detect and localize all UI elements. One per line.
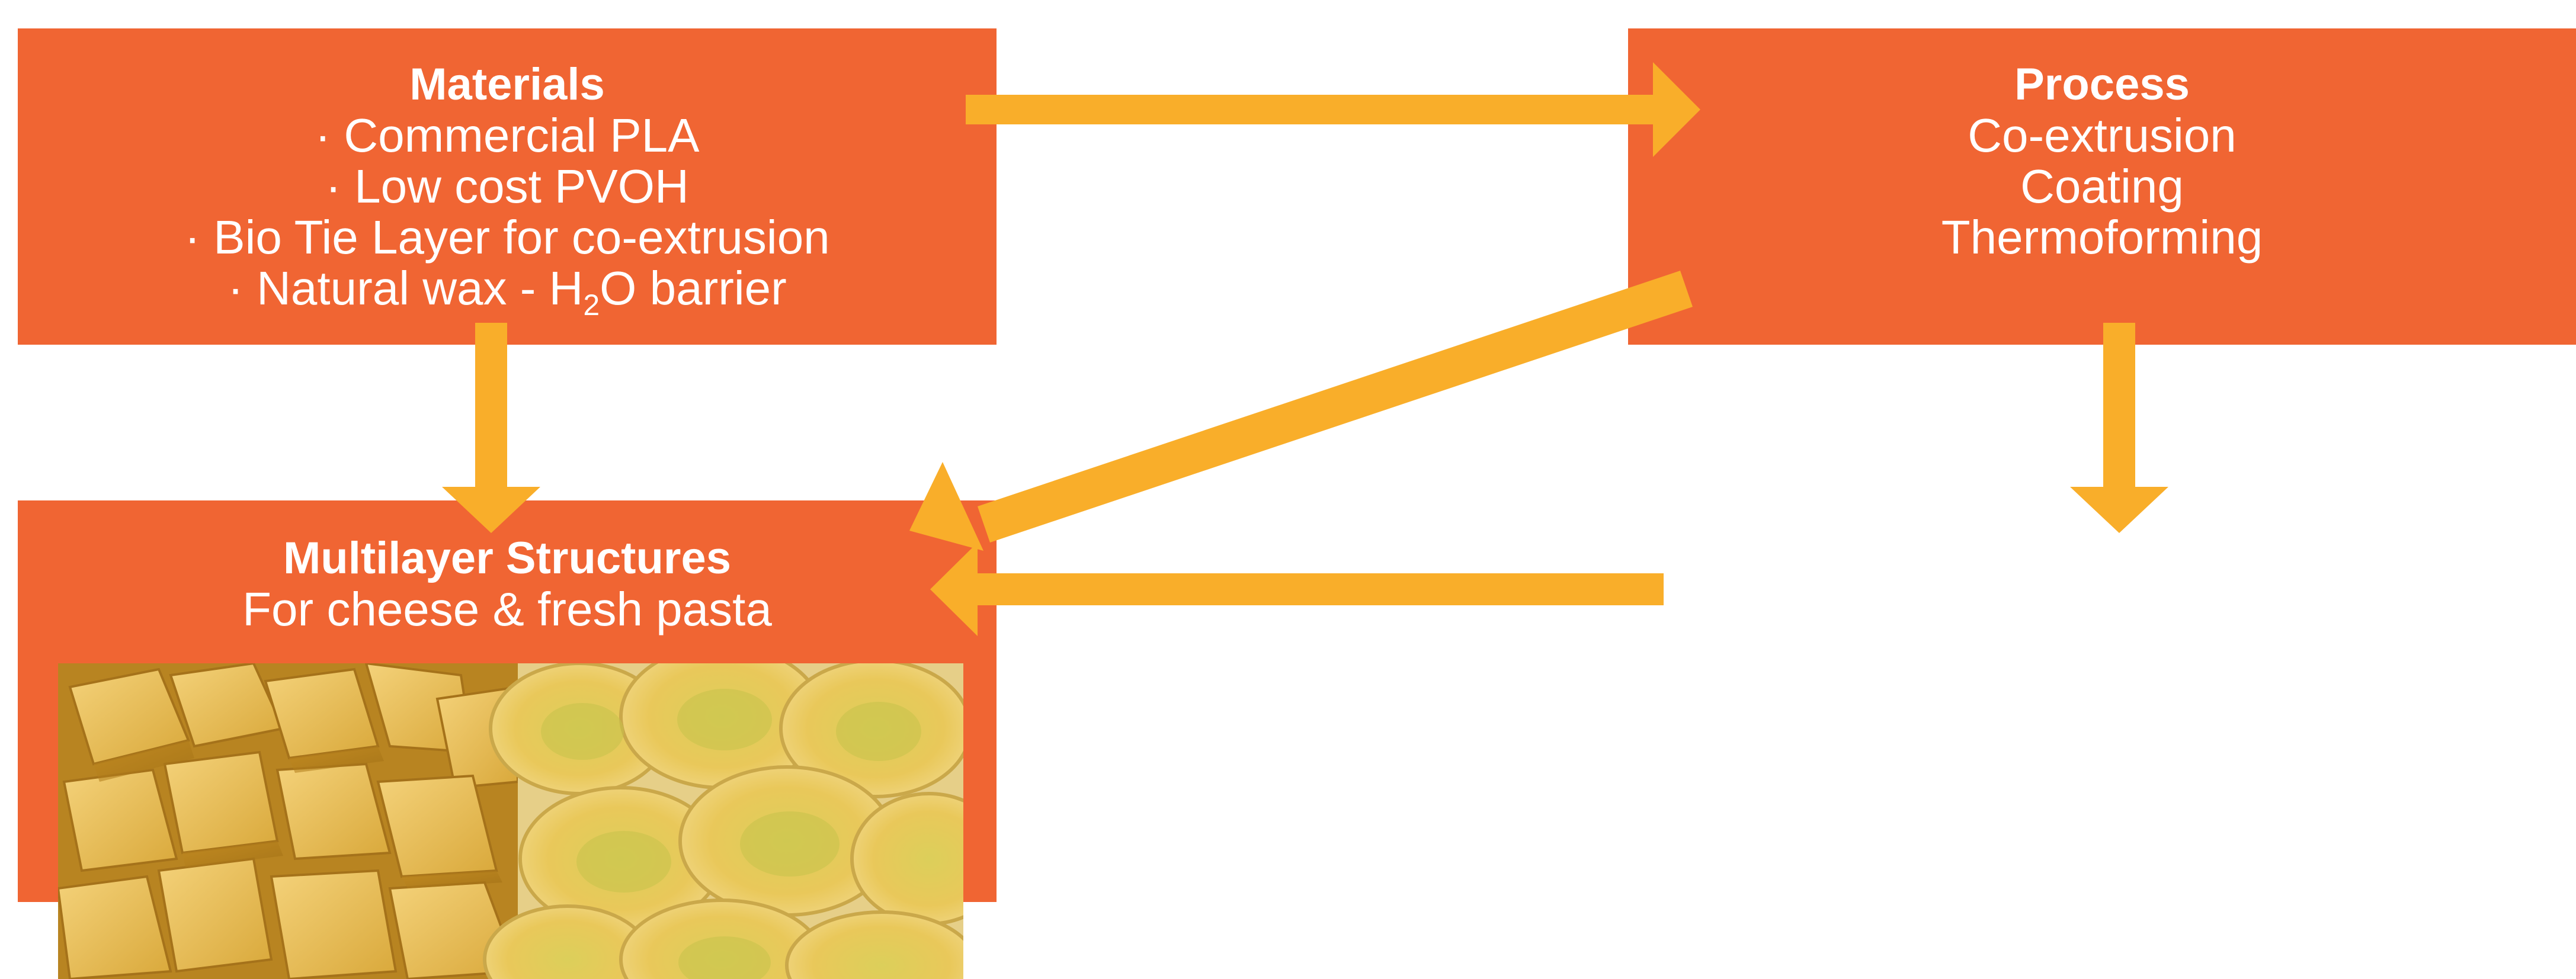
bullet: · — [228, 262, 243, 314]
arrow-icon-process-to-multilayer — [978, 271, 1693, 543]
process-item-thermoforming: Thermoforming — [1628, 212, 2576, 263]
food-photo — [58, 663, 963, 979]
arrow-icon-materials-to-process — [966, 62, 1700, 157]
bullet: · — [184, 211, 200, 264]
materials-item-pvoh: · Low cost PVOH — [18, 161, 997, 212]
materials-item-label-prefix: Natural wax - H — [257, 262, 583, 314]
process-item-coextrusion: Co-extrusion — [1628, 110, 2576, 161]
arrow-icon-packaging-to-multilayer — [930, 543, 1664, 636]
materials-item-tie-layer: · Bio Tie Layer for co-extrusion — [18, 212, 997, 263]
process-title: Process — [1628, 59, 2576, 110]
materials-item-label-suffix: O barrier — [600, 262, 787, 314]
materials-item-pla: · Commercial PLA — [18, 110, 997, 161]
materials-item-label: Low cost PVOH — [354, 160, 689, 213]
bullet: · — [325, 160, 341, 213]
food-photo-strip — [58, 663, 963, 979]
multilayer-subtitle: For cheese & fresh pasta — [18, 584, 997, 635]
arrow-icon-process-to-packaging — [2070, 323, 2168, 533]
pasta-image — [485, 663, 963, 979]
materials-box: Materials · Commercial PLA · Low cost PV… — [18, 28, 997, 345]
materials-item-label: Bio Tie Layer for co-extrusion — [213, 211, 829, 264]
process-item-coating: Coating — [1628, 161, 2576, 212]
cheese-image — [58, 663, 518, 979]
materials-title: Materials — [18, 59, 997, 110]
materials-item-label: Commercial PLA — [344, 109, 699, 162]
subscript-two: 2 — [583, 288, 600, 322]
materials-item-wax: · Natural wax - H2O barrier — [18, 263, 997, 314]
bullet: · — [315, 109, 331, 162]
process-box: Process Co-extrusion Coating Thermoformi… — [1628, 28, 2576, 345]
multilayer-title: Multilayer Structures — [18, 533, 997, 584]
